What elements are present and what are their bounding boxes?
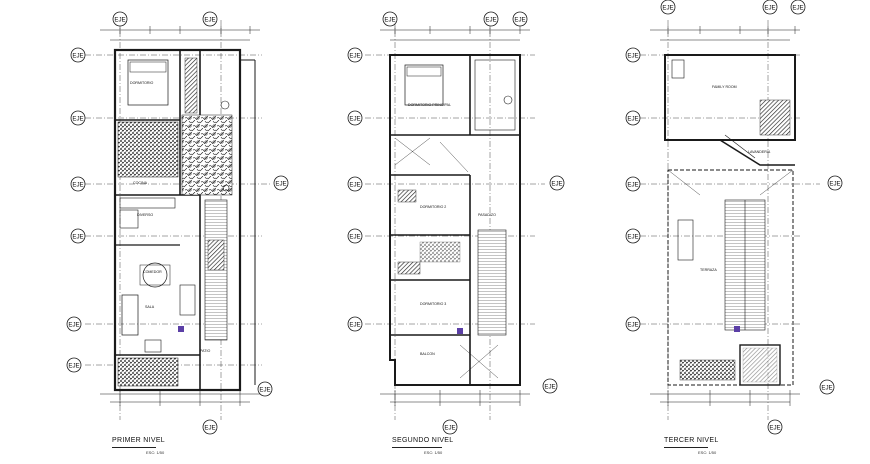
caption-underline-2: [392, 447, 442, 448]
axis-bubble-label: EJE: [384, 16, 395, 23]
axis-bubble: [442, 419, 458, 435]
axis-bubble: [827, 175, 843, 191]
axis-bubble: [819, 379, 835, 395]
axis-bubble: [512, 11, 528, 27]
axis-bubble-label: EJE: [72, 52, 83, 59]
axis-bubble-label: EJE: [764, 4, 775, 11]
axis-bubble: [625, 176, 641, 192]
axis-bubble: [660, 0, 676, 15]
axis-bubble: [257, 381, 273, 397]
axis-bubble: [549, 175, 565, 191]
axis-markers: EJE EJE EJE EJE EJE EJE EJE EJE EJE EJE EJE EJE EJE E…: [66, 0, 843, 435]
axis-bubble: [347, 228, 363, 244]
room-label: FAMILY ROOM: [712, 85, 737, 89]
axis-bubble: [625, 110, 641, 126]
axis-bubble-label: EJE: [829, 180, 840, 187]
axis-bubble-label: EJE: [792, 4, 803, 11]
axis-bubble: [66, 316, 82, 332]
axis-bubble-label: EJE: [114, 16, 125, 23]
axis-bubble-label: EJE: [627, 233, 638, 240]
room-label: DORMITORIO PRINCIPAL: [408, 103, 451, 107]
room-label: DORMITORIO: [130, 81, 154, 85]
axis-bubble: [625, 47, 641, 63]
axis-bubble: [112, 11, 128, 27]
room-label: COMEDOR: [143, 270, 162, 274]
axis-bubble-label: EJE: [72, 181, 83, 188]
axis-bubble-label: EJE: [349, 233, 360, 240]
room-label: PATIO: [200, 349, 211, 353]
plan-segundo-nivel: [365, 20, 545, 420]
caption-underline-1: [112, 447, 156, 448]
axis-bubble: [273, 175, 289, 191]
axis-bubble-label: EJE: [821, 384, 832, 391]
axis-bubble: [347, 176, 363, 192]
plan-scale-3: ESC: 1/50: [698, 450, 717, 455]
caption-underline-3: [664, 447, 708, 448]
axis-bubble-label: EJE: [349, 321, 360, 328]
axis-bubble-label: EJE: [514, 16, 525, 23]
plan-primer-nivel: [85, 20, 270, 420]
room-label: DORMITORIO 2: [420, 205, 447, 209]
axis-bubble-label: EJE: [204, 16, 215, 23]
axis-bubble: [347, 47, 363, 63]
axis-bubble-label: EJE: [72, 233, 83, 240]
axis-bubble-label: EJE: [544, 383, 555, 390]
axis-bubble: [542, 378, 558, 394]
plan-caption-3: TERCER NIVEL: [664, 437, 719, 444]
axis-bubble-label: EJE: [349, 115, 360, 122]
room-label: DIVERSO: [137, 213, 154, 217]
room-label: BALCON: [420, 352, 435, 356]
axis-bubble: [70, 47, 86, 63]
axis-bubble: [790, 0, 806, 15]
axis-bubble: [625, 228, 641, 244]
axis-bubble-label: EJE: [627, 321, 638, 328]
axis-bubble: [483, 11, 499, 27]
room-label: DORMITORIO 3: [420, 302, 447, 306]
plan-caption-2: SEGUNDO NIVEL: [392, 437, 454, 444]
axis-bubble-label: EJE: [662, 4, 673, 11]
axis-bubble-label: EJE: [627, 115, 638, 122]
room-label: PASADIZO: [478, 213, 496, 217]
axis-bubble: [70, 110, 86, 126]
axis-bubble: [347, 316, 363, 332]
plan-caption-1: PRIMER NIVEL: [112, 437, 165, 444]
axis-bubble-label: EJE: [551, 180, 562, 187]
axis-bubble-label: EJE: [627, 181, 638, 188]
room-label: COCINA: [133, 181, 147, 185]
room-label: SALA: [145, 305, 155, 309]
axis-bubble-label: EJE: [68, 321, 79, 328]
axis-bubble-label: EJE: [72, 115, 83, 122]
plan-scale-2: ESC: 1/50: [424, 450, 443, 455]
room-label: LAVANDERIA: [748, 150, 771, 154]
axis-bubble: [767, 419, 783, 435]
axis-bubble-label: EJE: [485, 16, 496, 23]
axis-bubble-label: EJE: [275, 180, 286, 187]
axis-bubble-label: EJE: [204, 424, 215, 431]
axis-bubble-label: EJE: [769, 424, 780, 431]
plan-scale-1: ESC: 1/50: [146, 450, 165, 455]
axis-bubble: [202, 11, 218, 27]
axis-bubble-label: EJE: [349, 52, 360, 59]
axis-bubble: [70, 176, 86, 192]
axis-bubble: [625, 316, 641, 332]
axis-bubble: [347, 110, 363, 126]
axis-bubble-label: EJE: [627, 52, 638, 59]
axis-bubble-label: EJE: [444, 424, 455, 431]
axis-bubble: [202, 419, 218, 435]
axis-bubble: [382, 11, 398, 27]
axis-bubble-label: EJE: [259, 386, 270, 393]
axis-bubble-label: EJE: [349, 181, 360, 188]
axis-bubble: [70, 228, 86, 244]
axis-bubble: [66, 357, 82, 373]
axis-bubble-label: EJE: [68, 362, 79, 369]
plan-tercer-nivel: [640, 20, 820, 420]
room-label: TERRAZA: [700, 268, 717, 272]
axis-bubble: [762, 0, 778, 15]
